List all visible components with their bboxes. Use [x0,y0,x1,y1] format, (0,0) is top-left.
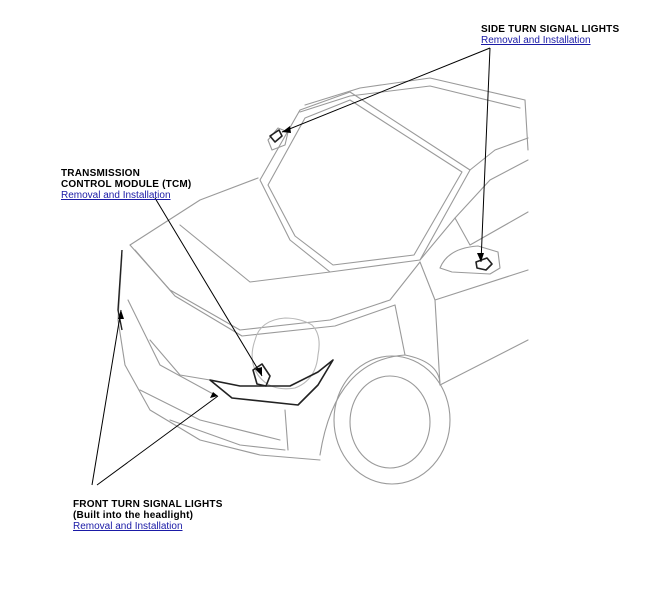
arrowheads [118,126,484,398]
vehicle-outline [117,77,529,485]
front-turn-signal-title-line1: FRONT TURN SIGNAL LIGHTS [73,499,223,510]
front-turn-signal-removal-link[interactable]: Removal and Installation [73,521,183,532]
front-turn-signal-callout: FRONT TURN SIGNAL LIGHTS (Built into the… [73,499,223,532]
side-turn-signal-removal-link[interactable]: Removal and Installation [481,35,591,46]
tcm-removal-link[interactable]: Removal and Installation [61,190,171,201]
left-side-signal-shape [269,129,283,143]
headlight-outline [209,359,334,406]
leader-lines [91,47,491,486]
highlighted-components [117,129,493,406]
tcm-shape [252,363,271,387]
tcm-callout: TRANSMISSION CONTROL MODULE (TCM) Remova… [61,168,191,201]
side-turn-signal-callout: SIDE TURN SIGNAL LIGHTS Removal and Inst… [481,24,619,46]
front-turn-signal-title-line2: (Built into the headlight) [73,510,194,521]
side-turn-signal-title: SIDE TURN SIGNAL LIGHTS [481,24,620,35]
tcm-title-line2: CONTROL MODULE (TCM) [61,179,192,190]
tcm-title-line1: TRANSMISSION [61,168,141,179]
side-signal-shape [475,257,493,271]
